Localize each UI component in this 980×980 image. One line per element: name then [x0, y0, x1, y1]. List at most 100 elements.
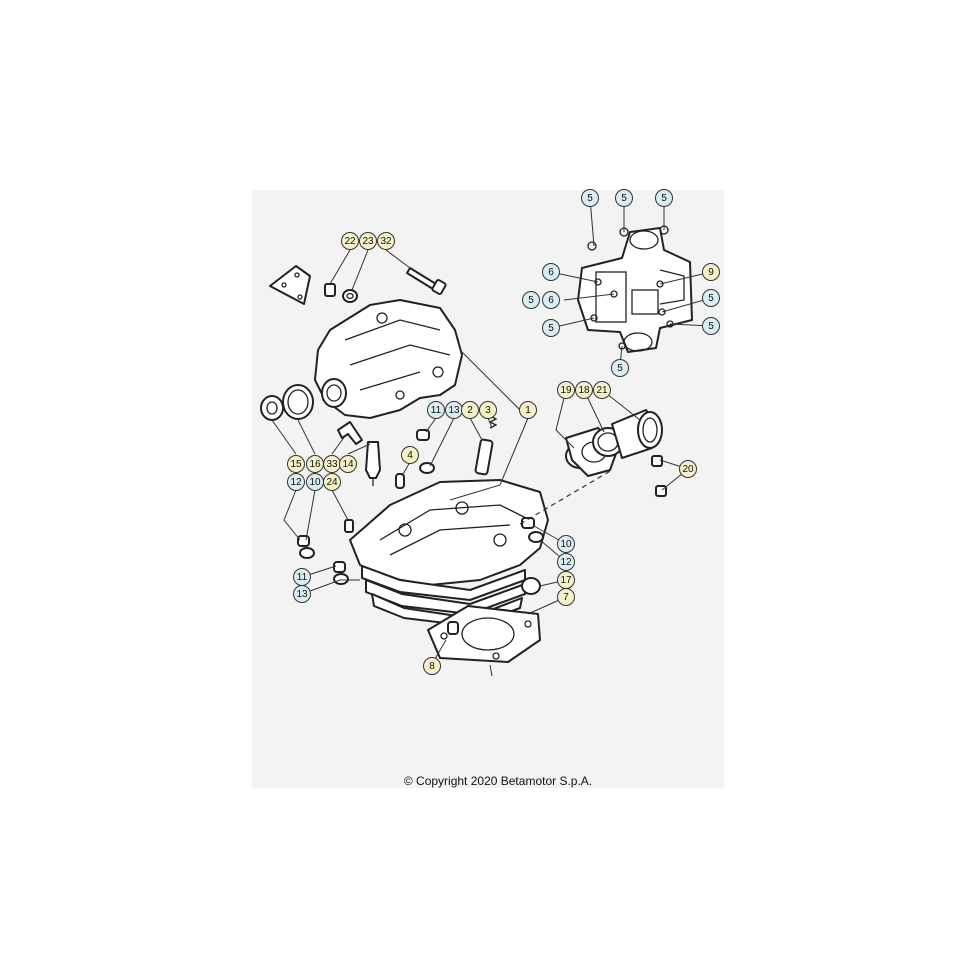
callout-circle — [655, 189, 673, 207]
spark-plug-cap-part — [337, 421, 363, 445]
callout-1: 1 — [519, 401, 537, 419]
callout-11: 11 — [293, 568, 311, 586]
callout-5: 5 — [542, 319, 560, 337]
callout-14: 14 — [339, 455, 357, 473]
callout-circle — [581, 189, 599, 207]
callout-circle — [479, 401, 497, 419]
callout-17: 17 — [557, 571, 575, 589]
callout-12: 12 — [557, 553, 575, 571]
callout-label: 7 — [563, 592, 569, 603]
callout-circle — [557, 381, 575, 399]
small-bolt-part — [324, 283, 336, 297]
callout-label: 11 — [431, 405, 442, 416]
copyright-notice: © Copyright 2020 Betamotor S.p.A. — [403, 774, 593, 788]
small-washer-part — [419, 462, 435, 474]
callout-label: 14 — [342, 459, 354, 470]
callout-label: 15 — [290, 459, 302, 470]
callout-22: 22 — [341, 232, 359, 250]
callout-circle — [522, 291, 540, 309]
triangular-plate-part — [269, 265, 311, 305]
callout-16: 16 — [306, 455, 324, 473]
callout-circle — [359, 232, 377, 250]
callout-label: 11 — [297, 572, 308, 583]
callout-label: 8 — [429, 661, 435, 672]
inset-head-top-view — [577, 225, 693, 353]
cylinder-head-part — [349, 479, 549, 586]
callout-circle — [557, 588, 575, 606]
callout-6: 6 — [542, 263, 560, 281]
cap-part — [260, 395, 284, 421]
callout-label: 23 — [362, 236, 374, 247]
callout-label: 5 — [708, 321, 714, 332]
callout-circle — [702, 289, 720, 307]
callout-24: 24 — [323, 473, 341, 491]
callout-label: 12 — [290, 477, 302, 488]
callout-circle — [341, 232, 359, 250]
callout-label: 16 — [309, 459, 321, 470]
callout-circle — [401, 446, 419, 464]
callout-label: 13 — [296, 589, 308, 600]
callout-5: 5 — [581, 189, 599, 207]
callout-label: 5 — [621, 193, 627, 204]
callout-9: 9 — [702, 263, 720, 281]
callout-label: 10 — [309, 477, 321, 488]
callout-8: 8 — [423, 657, 441, 675]
callout-label: 6 — [548, 295, 554, 306]
dowel-pin-part — [447, 621, 459, 635]
callout-label: 18 — [578, 385, 590, 396]
callout-circle — [377, 232, 395, 250]
callout-label: 5 — [661, 193, 667, 204]
callout-circle — [557, 553, 575, 571]
callout-label: 5 — [708, 293, 714, 304]
callout-label: 33 — [326, 459, 338, 470]
callout-circle — [615, 189, 633, 207]
callout-20: 20 — [679, 460, 697, 478]
callout-label: 17 — [560, 575, 572, 586]
callout-circle — [287, 455, 305, 473]
callout-23: 23 — [359, 232, 377, 250]
callout-circle — [542, 263, 560, 281]
callout-label: 6 — [548, 267, 554, 278]
callout-circle — [702, 317, 720, 335]
callout-circle — [293, 585, 311, 603]
callout-label: 10 — [560, 539, 572, 550]
callout-label: 12 — [560, 557, 572, 568]
callout-11: 11 — [427, 401, 445, 419]
callout-circle — [519, 401, 537, 419]
washer-part — [342, 289, 358, 303]
callout-label: 3 — [485, 405, 491, 416]
callout-label: 4 — [407, 450, 413, 461]
callout-7: 7 — [557, 588, 575, 606]
callout-label: 24 — [326, 477, 338, 488]
callout-5: 5 — [655, 189, 673, 207]
spark-plug-part — [365, 441, 381, 479]
callout-33: 33 — [323, 455, 341, 473]
callout-15: 15 — [287, 455, 305, 473]
part-drawings — [260, 225, 693, 677]
callout-label: 13 — [448, 405, 460, 416]
callout-label: 22 — [344, 236, 356, 247]
callout-circle — [423, 657, 441, 675]
valve-lifter-part — [474, 438, 494, 476]
callout-label: 1 — [525, 405, 531, 416]
callout-5: 5 — [522, 291, 540, 309]
callout-label: 5 — [587, 193, 593, 204]
callout-12: 12 — [287, 473, 305, 491]
callout-19: 19 — [557, 381, 575, 399]
pin-part — [395, 473, 405, 489]
intake-bolt-part — [651, 455, 663, 467]
callout-circle — [542, 319, 560, 337]
head-gasket-part — [427, 605, 541, 663]
callout-circle — [461, 401, 479, 419]
callout-13: 13 — [293, 585, 311, 603]
callout-label: 9 — [708, 267, 714, 278]
callout-32: 32 — [377, 232, 395, 250]
nut-part — [416, 429, 430, 441]
callout-circle — [593, 381, 611, 399]
callout-circle — [427, 401, 445, 419]
callout-4: 4 — [401, 446, 419, 464]
callout-10: 10 — [557, 535, 575, 553]
callout-label: 5 — [528, 295, 534, 306]
